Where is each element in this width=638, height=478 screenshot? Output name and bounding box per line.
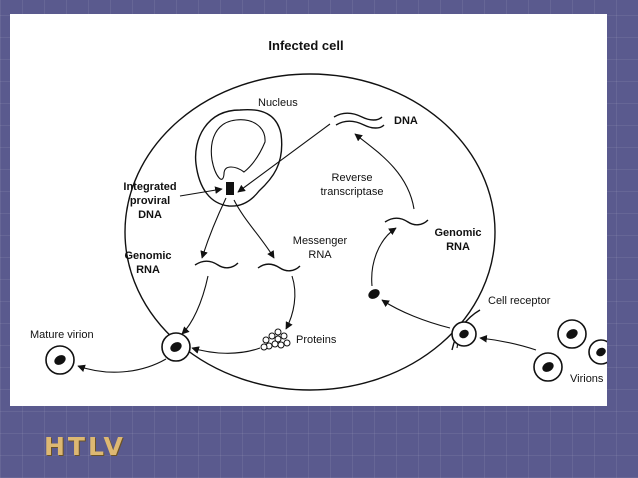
- arrow-messenger-rna-to-proteins: [285, 275, 296, 330]
- messenger-rna-squiggle: [257, 263, 301, 272]
- proteins-label: Proteins: [296, 334, 337, 346]
- genomic-rna-right-line1: Genomic: [434, 227, 481, 239]
- arrow-dna-to-nucleus: [237, 123, 331, 193]
- arrow-receptor-to-core: [381, 299, 451, 329]
- messenger-rna-line1: Messenger: [293, 235, 348, 247]
- entering-virus-core: [368, 289, 380, 299]
- arrow-core-to-genomic-rna: [371, 227, 397, 287]
- htlv-replication-diagram: Infected cell Nucleus DNA Reverse transc…: [30, 38, 607, 391]
- genomic-rna-right-line2: RNA: [446, 241, 470, 253]
- arrow-provirus-to-genomic-rna: [200, 197, 227, 259]
- diagram-title: Infected cell: [268, 38, 343, 53]
- integrated-label-line3: DNA: [138, 209, 162, 221]
- virions-label: Virions: [570, 373, 604, 385]
- genomic-rna-left-squiggle: [194, 260, 239, 269]
- messenger-rna-line2: RNA: [308, 249, 332, 261]
- free-virion-2-core: [596, 347, 606, 357]
- integrated-label-line1: Integrated: [123, 181, 176, 193]
- mature-virion-label: Mature virion: [30, 329, 94, 341]
- integrated-provirus-block: [226, 182, 234, 195]
- arrow-proteins-to-bud: [191, 346, 261, 354]
- dna-label: DNA: [394, 115, 418, 127]
- genomic-rna-right-squiggle: [384, 217, 429, 226]
- mature-virion-core: [54, 355, 66, 365]
- free-virion-1-core: [566, 329, 578, 339]
- arrow-genomic-rna-to-bud: [181, 275, 209, 335]
- free-virion-3-core: [542, 362, 554, 372]
- slide-content-panel: Infected cell Nucleus DNA Reverse transc…: [10, 14, 607, 406]
- arrow-provirus-to-messenger-rna: [233, 199, 275, 259]
- cell-membrane: [124, 73, 496, 391]
- nucleus-label: Nucleus: [258, 97, 298, 109]
- genomic-rna-left-line2: RNA: [136, 264, 160, 276]
- arrow-bud-to-mature-virion: [77, 358, 167, 373]
- arrow-integrated-label-to-provirus: [179, 186, 223, 197]
- arrow-rna-to-dna: [354, 133, 415, 210]
- dna-strand-bottom: [335, 120, 385, 129]
- genomic-rna-left-line1: Genomic: [124, 250, 171, 262]
- reverse-transcriptase-line1: Reverse: [332, 172, 373, 184]
- arrow-virions-to-receptor: [479, 334, 537, 351]
- nucleus-inner: [210, 119, 266, 180]
- integrated-label-line2: proviral: [130, 195, 170, 207]
- reverse-transcriptase-line2: transcriptase: [321, 186, 384, 198]
- budding-virion-core: [170, 342, 182, 352]
- proteins-cluster: [260, 328, 291, 351]
- dna-strand-top: [333, 112, 383, 121]
- cell-receptor-label: Cell receptor: [488, 295, 551, 307]
- nucleus-outer: [194, 108, 283, 207]
- receptor-bound-virion-core: [459, 329, 469, 339]
- slide-title: HTLV: [44, 432, 126, 461]
